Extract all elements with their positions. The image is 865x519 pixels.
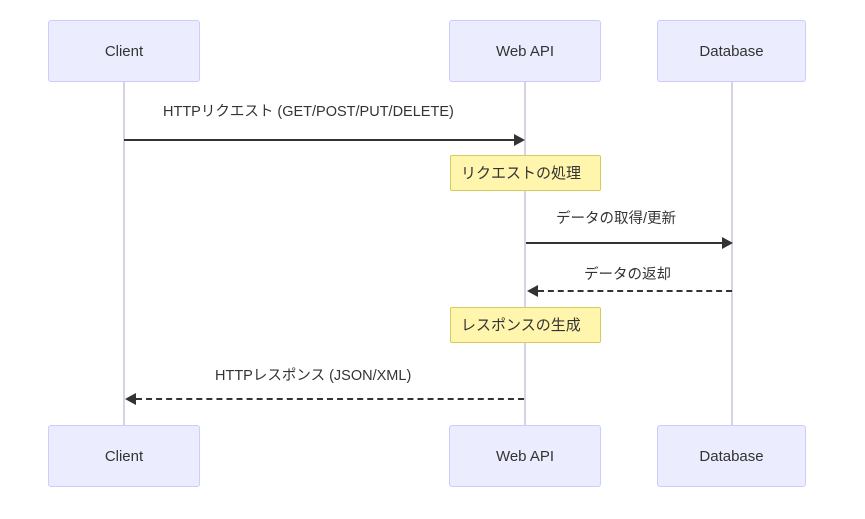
actor-label-client-top: Client: [104, 42, 144, 60]
note-box-n2: レスポンスの生成: [450, 307, 601, 343]
message-label-m3: データの返却: [584, 267, 671, 283]
actor-label-client-bottom: Client: [104, 447, 144, 465]
lifeline-webapi: [524, 82, 526, 425]
message-label-m2: データの取得/更新: [556, 211, 677, 227]
actor-box-client-top[interactable]: Client: [48, 20, 200, 82]
actor-box-client-bottom[interactable]: Client: [48, 425, 200, 487]
message-arrowhead-m1: [514, 134, 525, 146]
lifeline-client: [123, 82, 125, 425]
actor-box-webapi-top[interactable]: Web API: [449, 20, 601, 82]
message-arrowhead-m3: [527, 285, 538, 297]
actor-label-webapi-top: Web API: [495, 42, 555, 60]
note-label-n1: リクエストの処理: [461, 164, 582, 182]
message-line-m2: [526, 242, 722, 244]
actor-label-database-bottom: Database: [699, 447, 764, 465]
message-arrowhead-m2: [722, 237, 733, 249]
actor-label-webapi-bottom: Web API: [495, 447, 555, 465]
lifeline-database: [731, 82, 733, 425]
note-box-n1: リクエストの処理: [450, 155, 601, 191]
message-line-m4: [136, 398, 524, 400]
actor-box-database-top[interactable]: Database: [657, 20, 806, 82]
message-label-m4: HTTPレスポンス (JSON/XML): [215, 368, 412, 384]
note-label-n2: レスポンスの生成: [461, 316, 581, 334]
message-line-m1: [124, 139, 514, 141]
message-arrowhead-m4: [125, 393, 136, 405]
actor-box-webapi-bottom[interactable]: Web API: [449, 425, 601, 487]
actor-label-database-top: Database: [699, 42, 764, 60]
message-label-m1: HTTPリクエスト (GET/POST/PUT/DELETE): [163, 104, 454, 120]
message-line-m3: [538, 290, 732, 292]
actor-box-database-bottom[interactable]: Database: [657, 425, 806, 487]
